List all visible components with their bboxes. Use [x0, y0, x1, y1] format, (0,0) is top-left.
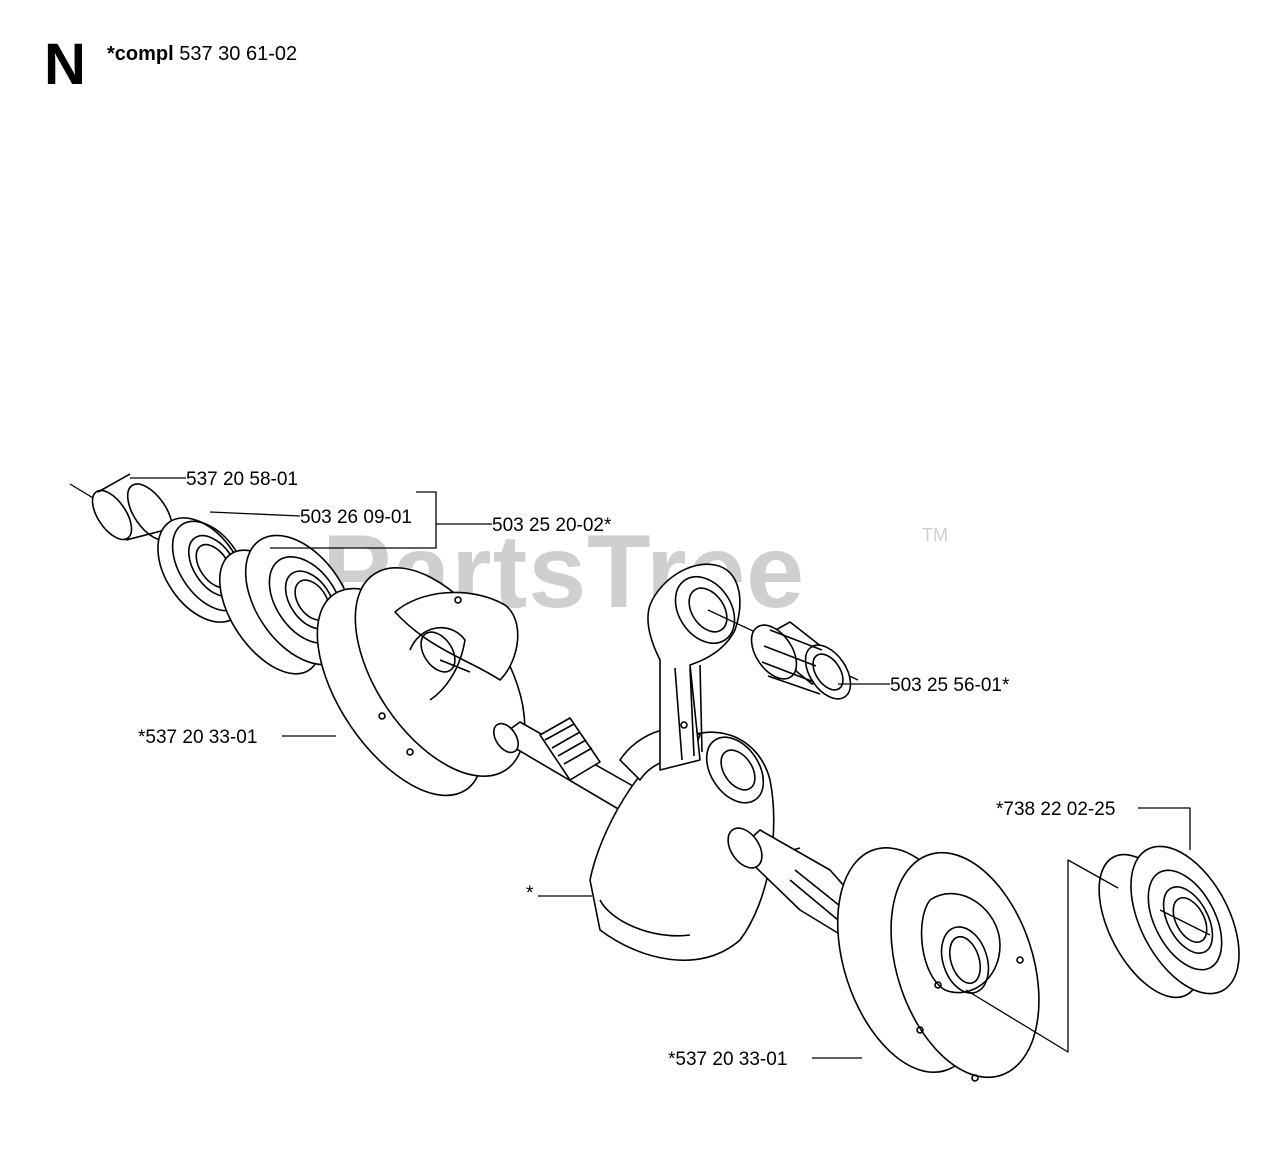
callout-needle-bearing: 503 25 56-01* [890, 675, 1010, 696]
callout-crank-half-left: *537 20 33-01 [138, 727, 258, 748]
connecting-rod-part [647, 563, 741, 771]
needle-bearing-part [750, 621, 852, 700]
left-shaft-part [493, 717, 641, 811]
callout-crank-half-right: *537 20 33-01 [668, 1049, 788, 1070]
callout-cylinder-bushing: 537 20 58-01 [186, 469, 298, 490]
bearing-right-axis-bracket [965, 859, 1119, 1053]
complete-assembly-label: *compl 537 30 61-02 [107, 44, 297, 64]
crank-half-left-part [316, 567, 526, 797]
callout-bearing-group: 503 25 20-02* [492, 515, 612, 536]
trademark-mark: TM [922, 525, 948, 545]
leader-bearing-right [1138, 807, 1191, 850]
callout-seal: 503 26 09-01 [300, 507, 412, 528]
callout-bearing-right: *738 22 02-25 [996, 799, 1116, 820]
compl-prefix: *compl [107, 43, 174, 65]
callout-crankshaft: * [526, 883, 534, 904]
bracket-bearing-group [270, 491, 437, 549]
compl-part-number: 537 30 61-02 [179, 43, 298, 65]
crank-half-right-part [836, 847, 1040, 1082]
ball-bearing-right-part [1098, 845, 1240, 999]
leader-seal [209, 511, 301, 517]
shaft-axis-line-right [1159, 909, 1211, 936]
section-letter: N [44, 32, 86, 97]
